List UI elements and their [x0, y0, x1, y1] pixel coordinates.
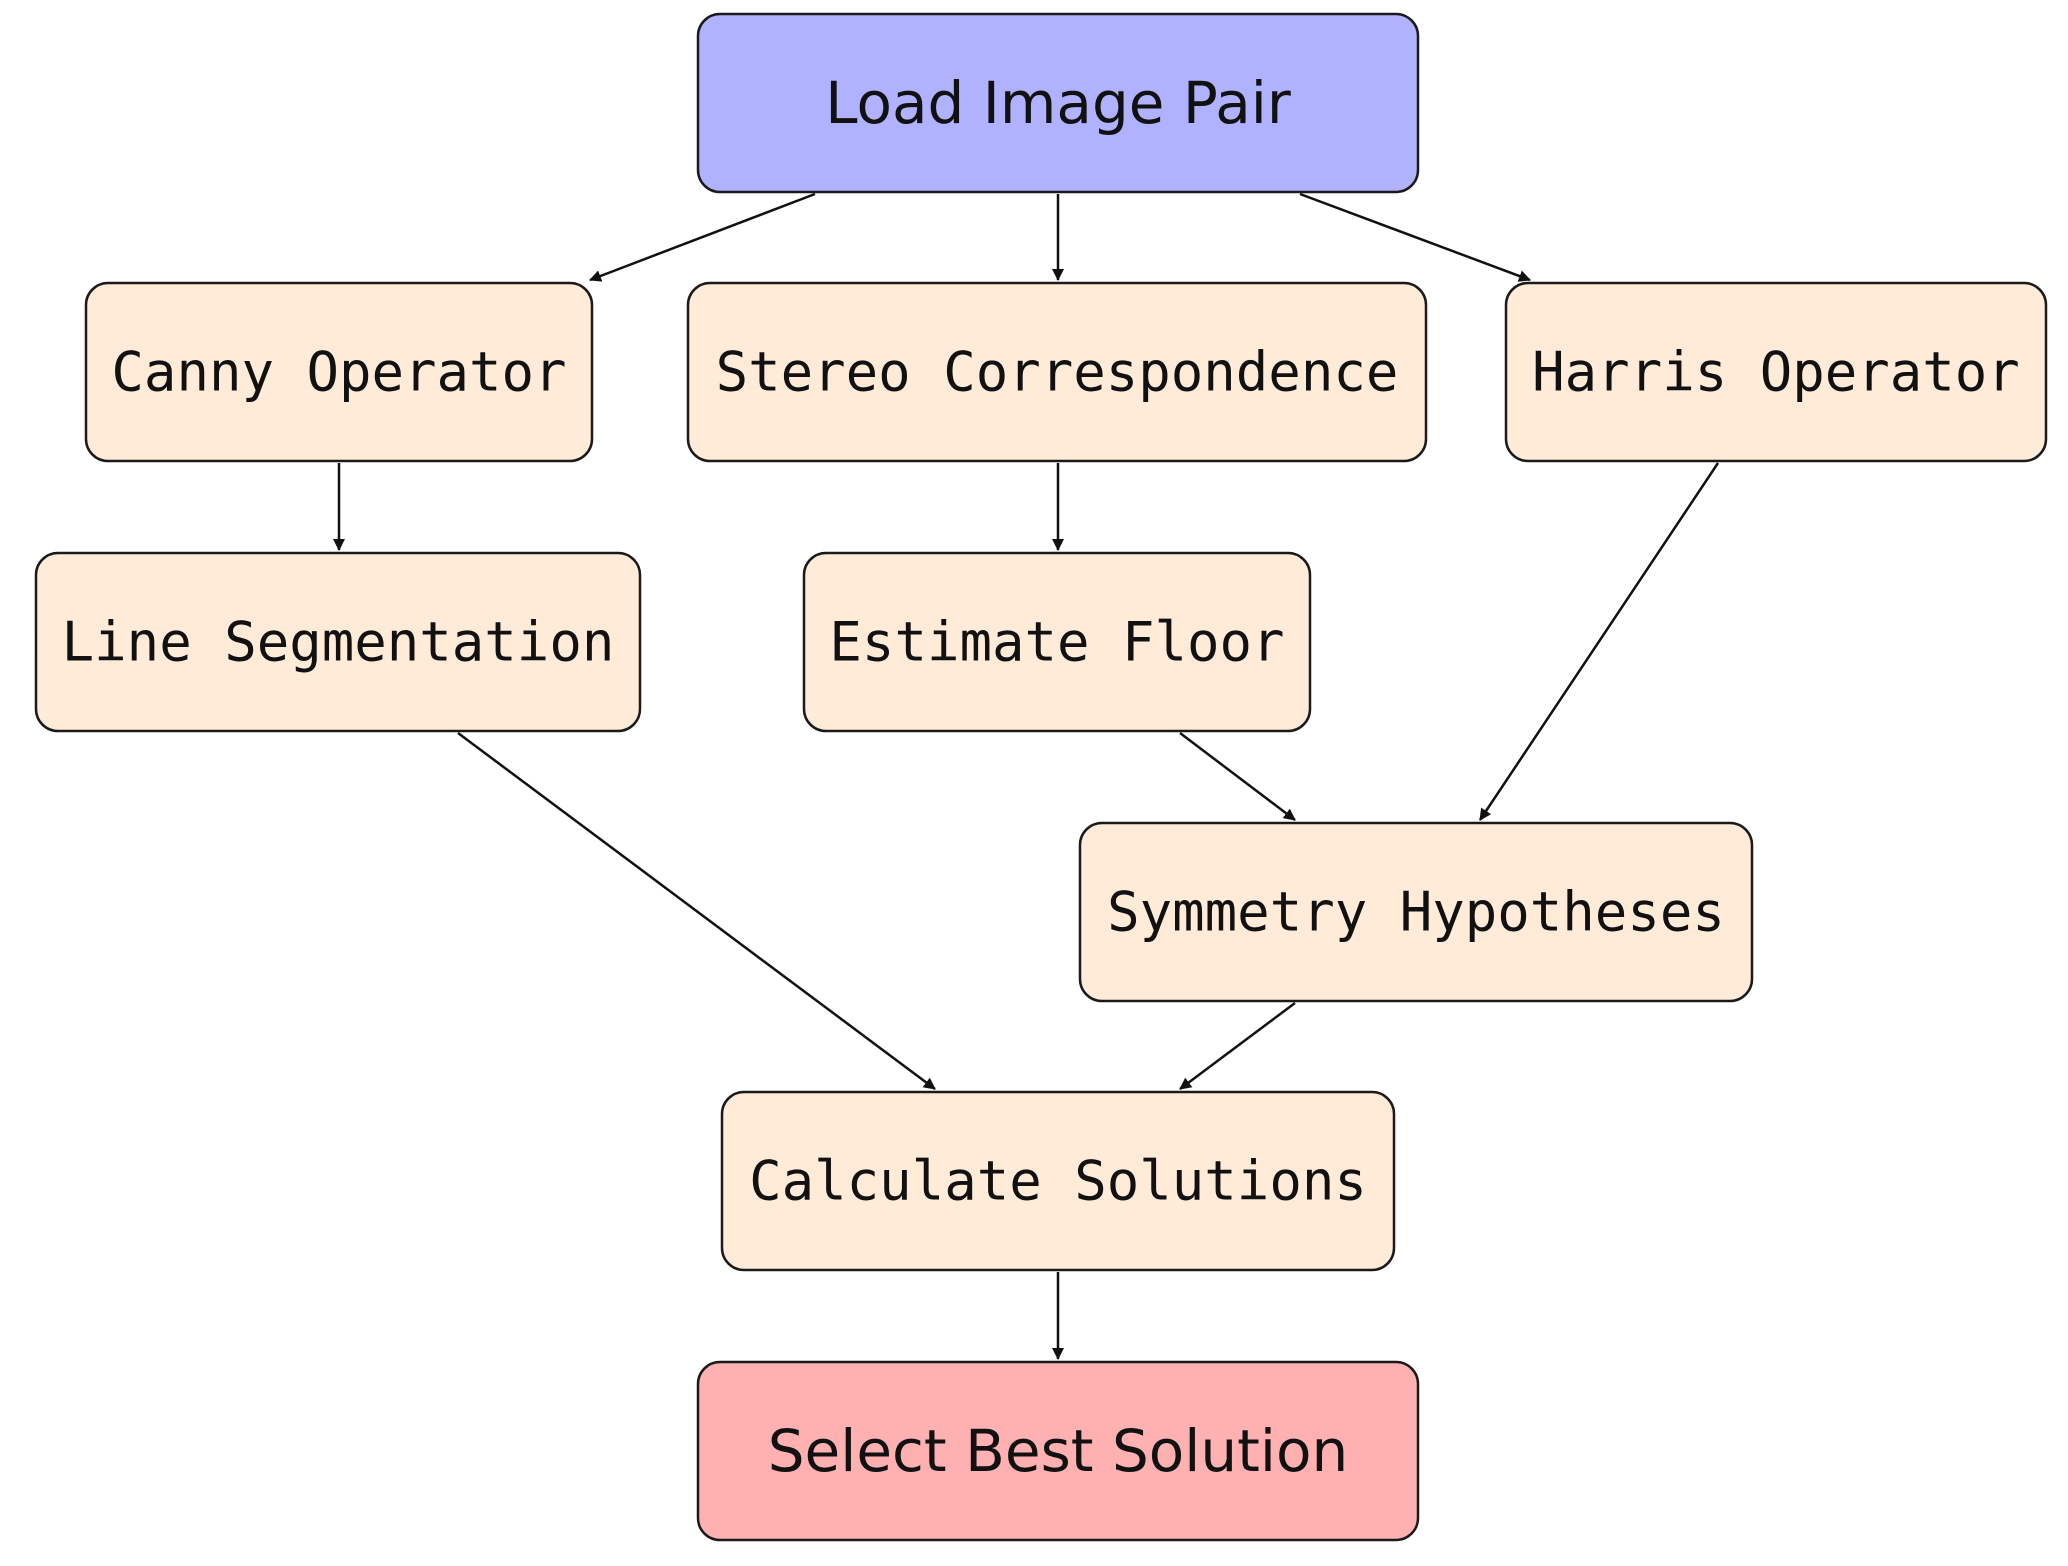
node-canny-operator: Canny Operator — [84, 281, 594, 463]
node-box-estimate-floor — [802, 551, 1312, 733]
arrow-harris-operator-to-symmetry-hypotheses — [1478, 462, 1720, 821]
node-label-harris-operator: Harris Operator — [1532, 341, 2020, 404]
node-label-stereo-correspondence: Stereo Correspondence — [716, 341, 1399, 404]
node-box-canny-operator — [84, 281, 594, 463]
node-box-load-image-pair — [696, 12, 1420, 194]
node-line-segmentation: Line Segmentation — [34, 551, 642, 733]
node-label-estimate-floor: Estimate Floor — [829, 611, 1284, 674]
node-estimate-floor: Estimate Floor — [802, 551, 1312, 733]
node-label-symmetry-hypotheses: Symmetry Hypotheses — [1107, 881, 1725, 944]
edges — [333, 192, 1720, 1360]
node-box-calculate-solutions — [720, 1090, 1396, 1272]
node-calculate-solutions: Calculate Solutions — [720, 1090, 1396, 1272]
node-label-line-segmentation: Line Segmentation — [62, 611, 615, 674]
node-box-line-segmentation — [34, 551, 642, 733]
arrow-line-segmentation-to-calculate-solutions — [457, 731, 936, 1091]
node-stereo-correspondence: Stereo Correspondence — [686, 281, 1428, 463]
node-load-image-pair: Load Image Pair — [696, 12, 1420, 194]
arrow-symmetry-hypotheses-to-calculate-solutions — [1179, 1001, 1296, 1091]
node-box-harris-operator — [1504, 281, 2048, 463]
arrow-load-image-pair-to-canny-operator — [589, 192, 816, 282]
arrow-estimate-floor-to-symmetry-hypotheses — [1179, 732, 1296, 821]
node-select-best-solution: Select Best Solution — [696, 1360, 1420, 1542]
node-box-select-best-solution — [696, 1360, 1420, 1542]
node-box-symmetry-hypotheses — [1078, 821, 1754, 1003]
node-label-calculate-solutions: Calculate Solutions — [749, 1150, 1367, 1213]
node-label-canny-operator: Canny Operator — [111, 341, 566, 404]
node-label-select-best-solution: Select Best Solution — [768, 1417, 1349, 1485]
node-box-stereo-correspondence — [686, 281, 1428, 463]
node-harris-operator: Harris Operator — [1504, 281, 2048, 463]
node-symmetry-hypotheses: Symmetry Hypotheses — [1078, 821, 1754, 1003]
arrow-load-image-pair-to-harris-operator — [1299, 192, 1531, 282]
node-label-load-image-pair: Load Image Pair — [825, 69, 1291, 137]
